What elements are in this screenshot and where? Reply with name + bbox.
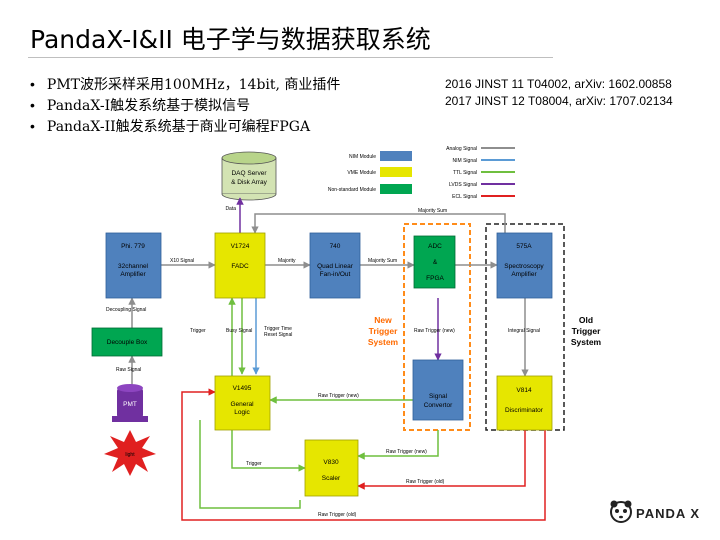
daq-server: DAQ Server & Disk Array xyxy=(221,151,277,201)
decouple-label: Decouple Box xyxy=(107,339,148,346)
label-majority-sum: Majority Sum xyxy=(368,258,397,264)
sigconv-line2: Convertor xyxy=(424,402,453,409)
legend-nim-module: NIM Module xyxy=(349,154,376,160)
light-label: light xyxy=(125,452,135,458)
m575a-line2: Amplifier xyxy=(511,271,537,278)
bullet-item: PMT波形采样采用100MHz，14bit, 商业插件 xyxy=(30,74,341,95)
legend-ecl: ECL Signal xyxy=(452,194,477,200)
label-decoupling-signal: Decoupling Signal xyxy=(106,307,146,313)
label-integral-signal: Integral Signal xyxy=(508,328,540,334)
v830-title: V830 xyxy=(323,459,339,466)
label-raw-trigger-new-2: Raw Trigger (new) xyxy=(318,393,359,399)
slide-title: PandaX-I&II 电子学与数据获取系统 xyxy=(30,25,431,54)
logo-text: PANDA X xyxy=(636,506,700,521)
pmt-label: PMT xyxy=(123,401,137,408)
m575a-line1: Spectroscopy xyxy=(504,263,544,270)
old-trigger-caption: Old Trigger System xyxy=(571,315,602,347)
legend-swatch-nonstd xyxy=(380,184,412,194)
label-trigger-2: Trigger xyxy=(246,461,262,467)
ph779-line2: Amplifier xyxy=(120,271,146,278)
legend-analog: Analog Signal xyxy=(446,146,477,152)
adc-line3: FPGA xyxy=(426,275,444,282)
module-v830: V830 Scaler xyxy=(304,439,359,497)
sigconv-line1: Signal xyxy=(429,393,448,400)
pmt: PMT xyxy=(112,384,148,422)
daq-label-1: DAQ Server xyxy=(231,170,267,177)
connections xyxy=(128,197,546,521)
v830-line1: Scaler xyxy=(322,475,341,482)
v1724-title: V1724 xyxy=(231,243,250,250)
v814-line1: Discriminator xyxy=(505,407,544,414)
legend-nonstd-module: Non-standard Module xyxy=(328,187,376,193)
adc-line2: & xyxy=(433,259,438,266)
module-v1495: V1495 General Logic xyxy=(214,375,271,431)
pandax-logo: PANDA X xyxy=(610,500,700,523)
label-busy-signal: Busy Signal xyxy=(226,328,252,334)
m740-line2: Fan-in/Out xyxy=(320,271,351,278)
module-740: 740 Quad Linear Fan-in/Out xyxy=(309,232,361,299)
legend-nim-signal: NIM Signal xyxy=(453,158,477,164)
label-raw-signal: Raw Signal xyxy=(116,367,141,373)
new-trigger-boundary xyxy=(403,223,471,431)
module-decouple-box: Decouple Box xyxy=(91,327,163,357)
module-ph779: Phi. 779 32channel Amplifier xyxy=(105,232,162,299)
label-majority: Majority xyxy=(278,258,296,264)
bullet-item: PandaX-II触发系统基于商业可编程FPGA xyxy=(30,116,340,137)
signal-legend: Analog Signal NIM Signal TTL Signal LVDS… xyxy=(446,146,515,200)
label-raw-trigger-old-2: Raw Trigger (old) xyxy=(318,512,357,518)
m575a-title: 575A xyxy=(516,243,532,250)
daq-label-2: & Disk Array xyxy=(231,179,268,186)
reference-line: 2017 JINST 12 T08004, arXiv: 1707.02134 xyxy=(445,94,673,108)
module-legend: NIM Module VME Module Non-standard Modul… xyxy=(328,151,412,194)
label-raw-trigger-old-1: Raw Trigger (old) xyxy=(406,479,445,485)
module-v1724: V1724 FADC xyxy=(214,232,266,299)
v1495-line1: General xyxy=(230,401,254,408)
ph779-line1: 32channel xyxy=(118,263,149,270)
ph779-title: Phi. 779 xyxy=(121,243,145,250)
old-trigger-line2: Trigger xyxy=(572,326,602,336)
legend-vme-module: VME Module xyxy=(347,170,376,176)
connection-labels: Data Majority Sum X10 Signal Majority Ma… xyxy=(106,206,540,518)
label-trigger-time: Trigger Time xyxy=(264,326,292,332)
old-trigger-line3: System xyxy=(571,337,602,347)
new-trigger-line2: Trigger xyxy=(369,326,399,336)
references: 2016 JINST 11 T04002, arXiv: 1602.00858 … xyxy=(445,76,673,110)
light-burst: light xyxy=(104,430,156,476)
v814-title: V814 xyxy=(516,387,532,394)
label-reset-signal: Reset Signal xyxy=(264,332,292,338)
module-v814: V814 Discriminator xyxy=(496,375,553,431)
label-x10-signal: X10 Signal xyxy=(170,258,194,264)
label-majority-sum-top: Majority Sum xyxy=(418,208,447,214)
m740-line1: Quad Linear xyxy=(317,263,354,270)
legend-ttl: TTL Signal xyxy=(453,170,477,176)
bullet-list: PMT波形采样采用100MHz，14bit, 商业插件 PandaX-I触发系统… xyxy=(30,74,341,137)
old-trigger-line1: Old xyxy=(579,315,593,325)
title-divider xyxy=(28,57,553,58)
module-575a: 575A Spectroscopy Amplifier xyxy=(496,232,553,299)
label-data: Data xyxy=(225,206,236,212)
adc-line1: ADC xyxy=(428,243,442,250)
label-raw-trigger-new-3: Raw Trigger (new) xyxy=(386,449,427,455)
v1724-line1: FADC xyxy=(231,263,249,270)
v1495-title: V1495 xyxy=(233,385,252,392)
new-trigger-caption: New Trigger System xyxy=(368,315,399,347)
legend-lvds: LVDS Signal xyxy=(449,182,477,188)
v1495-line2: Logic xyxy=(234,409,250,416)
legend-swatch-nim xyxy=(380,151,412,161)
bullet-item: PandaX-I触发系统基于模拟信号 xyxy=(30,95,340,116)
module-adc-fpga: ADC & FPGA xyxy=(413,235,456,289)
reference-line: 2016 JINST 11 T04002, arXiv: 1602.00858 xyxy=(445,77,672,91)
module-signal-convertor: Signal Convertor xyxy=(412,359,464,421)
m740-title: 740 xyxy=(330,243,341,250)
new-trigger-line1: New xyxy=(374,315,392,325)
label-raw-trigger-new-1: Raw Trigger (new) xyxy=(414,328,455,334)
legend-swatch-vme xyxy=(380,167,412,177)
new-trigger-line3: System xyxy=(368,337,399,347)
label-trigger-1: Trigger xyxy=(190,328,206,334)
